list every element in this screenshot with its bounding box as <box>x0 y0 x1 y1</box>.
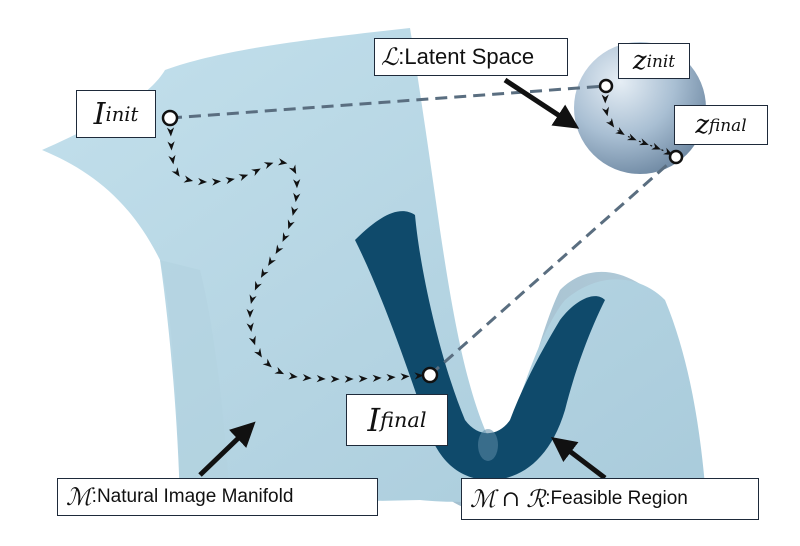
i-init-base: I <box>93 96 106 132</box>
path-arrowhead <box>168 154 176 165</box>
latent-path-arrows <box>601 94 673 156</box>
path-arrowhead <box>330 375 340 383</box>
path-arrowhead <box>167 141 175 151</box>
feasible-symbol-m: ℳ <box>470 485 496 513</box>
path-arrowhead <box>639 138 649 146</box>
path-arrowhead <box>606 118 615 128</box>
manifold-symbol: ℳ <box>66 483 92 511</box>
z-final-sub: final <box>709 115 747 135</box>
path-arrowhead <box>651 142 661 150</box>
path-arrowhead <box>274 367 285 375</box>
point-z-init <box>598 78 614 94</box>
latent-pointer-arrow <box>503 77 580 129</box>
path-arrowhead <box>316 375 326 383</box>
path-arrowhead <box>225 177 235 185</box>
label-latent-space: ℒ:Latent Space <box>374 38 568 76</box>
path-arrowhead <box>183 175 194 183</box>
feasible-pointer-arrow <box>551 436 607 480</box>
dashed-line-final <box>429 155 677 377</box>
path-arrowhead <box>400 373 410 381</box>
path-arrowhead <box>601 94 609 104</box>
path-arrowhead <box>254 280 262 291</box>
path-arrowhead <box>275 244 284 255</box>
path-arrowhead <box>386 374 396 382</box>
path-arrowhead <box>211 178 222 186</box>
latent-text: Latent Space <box>404 44 535 69</box>
feasible-colon: : <box>545 488 551 509</box>
path-arrowhead <box>293 192 301 203</box>
path-arrowhead <box>626 133 637 141</box>
feasible-symbol-r: ℛ <box>526 485 546 513</box>
path-arrowhead <box>414 372 424 380</box>
path-arrowhead <box>372 374 382 382</box>
path-arrowhead <box>260 268 269 278</box>
feasible-region <box>355 211 605 480</box>
i-init-sub: init <box>105 102 139 126</box>
path-arrowhead <box>249 294 257 304</box>
path-arrowhead <box>246 308 254 318</box>
manifold-text: Natural Image Manifold <box>96 486 294 507</box>
path-arrowhead <box>288 372 298 380</box>
path-arrowhead <box>277 158 288 166</box>
point-i-final <box>421 366 439 384</box>
path-arrowhead <box>254 348 262 358</box>
z-init-base: z <box>632 46 647 76</box>
path-arrowhead <box>293 179 301 189</box>
latent-colon: : <box>398 44 405 69</box>
manifold-colon: : <box>91 486 97 507</box>
path-arrowhead <box>238 174 249 182</box>
path-arrowhead <box>358 375 368 383</box>
path-arrowhead <box>246 322 254 332</box>
path-arrowhead <box>166 127 175 137</box>
path-arrowhead <box>197 178 208 186</box>
feasible-highlight <box>478 429 498 461</box>
z-final-base: z <box>695 110 710 140</box>
point-i-init <box>161 109 179 127</box>
i-final-sub: final <box>380 408 427 432</box>
path-arrowhead <box>262 358 272 368</box>
path-arrowhead <box>251 168 261 176</box>
manifold-shading <box>160 260 230 505</box>
path-arrowhead <box>268 256 276 266</box>
path-arrowhead <box>344 375 354 383</box>
z-init-sub: init <box>646 51 676 71</box>
path-arrowhead <box>287 219 295 230</box>
latent-symbol: ℒ <box>381 43 399 71</box>
path-arrowhead <box>282 232 290 242</box>
path-arrowhead <box>171 167 180 177</box>
path-arrowhead <box>615 127 625 136</box>
feasible-cap: ∩ <box>501 486 521 512</box>
path-arrowhead <box>248 335 256 346</box>
path-arrowhead <box>601 106 609 117</box>
i-final-base: I <box>367 401 381 439</box>
path-arrowhead <box>291 206 299 216</box>
dashed-line-init <box>169 84 607 120</box>
path-arrowhead <box>263 162 274 170</box>
path-arrowhead <box>288 164 297 175</box>
label-natural-image-manifold: ℳ:Natural Image Manifold <box>57 478 378 516</box>
image-path-arrows <box>166 127 424 383</box>
path-arrowhead <box>302 374 312 382</box>
feasible-text: Feasible Region <box>550 488 688 509</box>
point-z-final <box>668 149 684 165</box>
manifold-pointer-arrow <box>198 421 256 477</box>
label-feasible-region: ℳ∩ℛ:Feasible Region <box>461 478 759 520</box>
